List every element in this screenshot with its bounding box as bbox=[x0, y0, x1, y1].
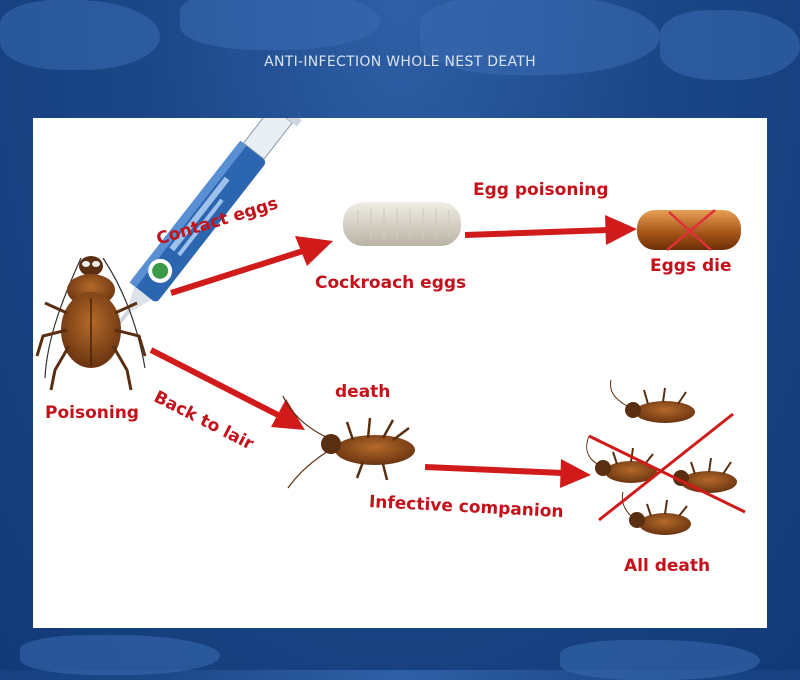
dead-cockroach-group bbox=[586, 379, 746, 535]
dead-cockroach-icon bbox=[621, 491, 691, 535]
cross-mark-icon bbox=[588, 412, 746, 522]
label-death: death bbox=[335, 382, 391, 402]
label-cockroach-eggs: Cockroach eggs bbox=[315, 273, 467, 293]
world-map-background bbox=[180, 0, 380, 50]
dead-cockroach-icon bbox=[586, 435, 657, 483]
world-map-background bbox=[20, 635, 220, 675]
world-map-background bbox=[560, 640, 760, 680]
world-map-background bbox=[660, 10, 800, 80]
cockroach-icon bbox=[35, 256, 147, 391]
arrow-back-to-lair bbox=[149, 347, 305, 430]
dead-cockroach-icon bbox=[282, 395, 415, 489]
diagram-panel: Contact eggs Cockroach eggs Egg poisonin… bbox=[33, 118, 767, 628]
label-eggs-die: Eggs die bbox=[650, 256, 732, 276]
egg-icon bbox=[343, 202, 461, 246]
dead-cockroach-icon bbox=[610, 379, 695, 423]
dead-egg-icon bbox=[637, 209, 741, 251]
label-poisoning: Poisoning bbox=[45, 403, 139, 423]
world-map-background bbox=[0, 0, 160, 70]
banner-title: ANTI-INFECTION WHOLE NEST DEATH bbox=[264, 54, 536, 70]
diagram-graphics bbox=[35, 118, 746, 535]
dead-cockroach-icon bbox=[673, 457, 737, 493]
arrow-contact-eggs bbox=[170, 236, 333, 296]
world-map-background bbox=[420, 0, 660, 75]
label-egg-poisoning: Egg poisoning bbox=[473, 180, 609, 200]
label-all-death: All death bbox=[624, 556, 711, 576]
arrow-egg-poisoning bbox=[464, 215, 637, 245]
arrow-infective-companion bbox=[424, 459, 591, 488]
syringe-gel-icon bbox=[117, 118, 302, 325]
